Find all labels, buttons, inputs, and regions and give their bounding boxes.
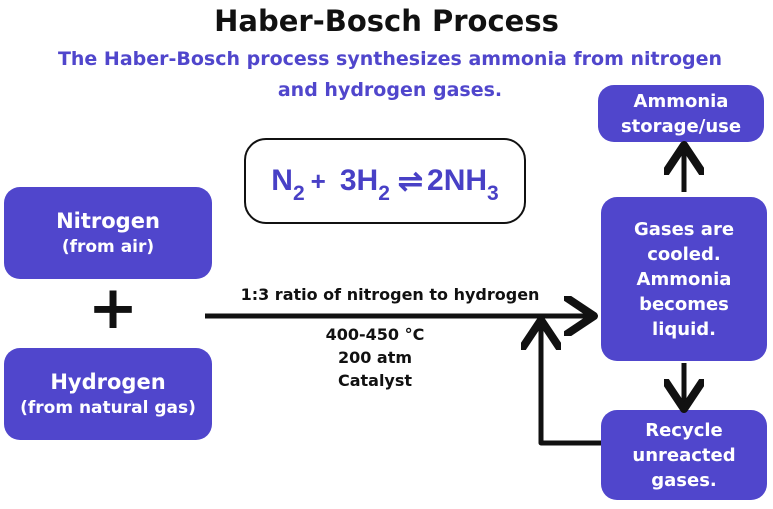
eq-equilibrium-arrow: ⇌: [397, 164, 424, 198]
chemical-equation: N2 + 3H2 ⇌ 2NH3: [244, 138, 526, 224]
nitrogen-box: Nitrogen (from air): [4, 187, 212, 279]
ratio-label: 1:3 ratio of nitrogen to hydrogen: [240, 285, 540, 304]
catalyst-condition: Catalyst: [337, 371, 413, 390]
storage-line: Ammonia: [633, 90, 729, 112]
plus-sign: +: [87, 273, 139, 343]
storage-box: Ammonia storage/use: [598, 85, 764, 142]
cooling-line: becomes: [639, 293, 729, 315]
nitrogen-source: (from air): [61, 237, 155, 257]
nitrogen-label: Nitrogen: [56, 209, 160, 233]
recycle-line: gases.: [651, 469, 717, 491]
pressure-condition: 200 atm: [337, 348, 413, 367]
storage-line: storage/use: [620, 115, 742, 137]
cooling-line: cooled.: [647, 243, 721, 265]
hydrogen-source: (from natural gas): [20, 398, 196, 418]
recycle-return-arrow: [541, 325, 601, 446]
cooling-box: Gases are cooled. Ammonia becomes liquid…: [601, 197, 767, 361]
temperature-condition: 400-450 °C: [325, 325, 425, 344]
recycle-line: unreacted: [632, 444, 736, 466]
cooling-line: liquid.: [652, 318, 716, 340]
reaction-conditions: 400-450 °C 200 atm Catalyst: [290, 323, 460, 392]
recycle-line: Recycle: [645, 419, 723, 441]
diagram-title: Haber-Bosch Process: [214, 4, 559, 38]
cooling-line: Ammonia: [636, 268, 732, 290]
hydrogen-label: Hydrogen: [50, 370, 166, 394]
diagram-subtitle: The Haber-Bosch process synthesizes ammo…: [57, 48, 723, 101]
eq-hydrogen: 3H2: [339, 164, 390, 205]
eq-ammonia: 2NH3: [427, 164, 499, 205]
eq-plus: +: [310, 165, 326, 196]
cooling-line: Gases are: [633, 218, 735, 240]
eq-nitrogen: N2: [271, 164, 305, 205]
hydrogen-box: Hydrogen (from natural gas): [4, 348, 212, 440]
recycle-box: Recycle unreacted gases.: [601, 410, 767, 500]
